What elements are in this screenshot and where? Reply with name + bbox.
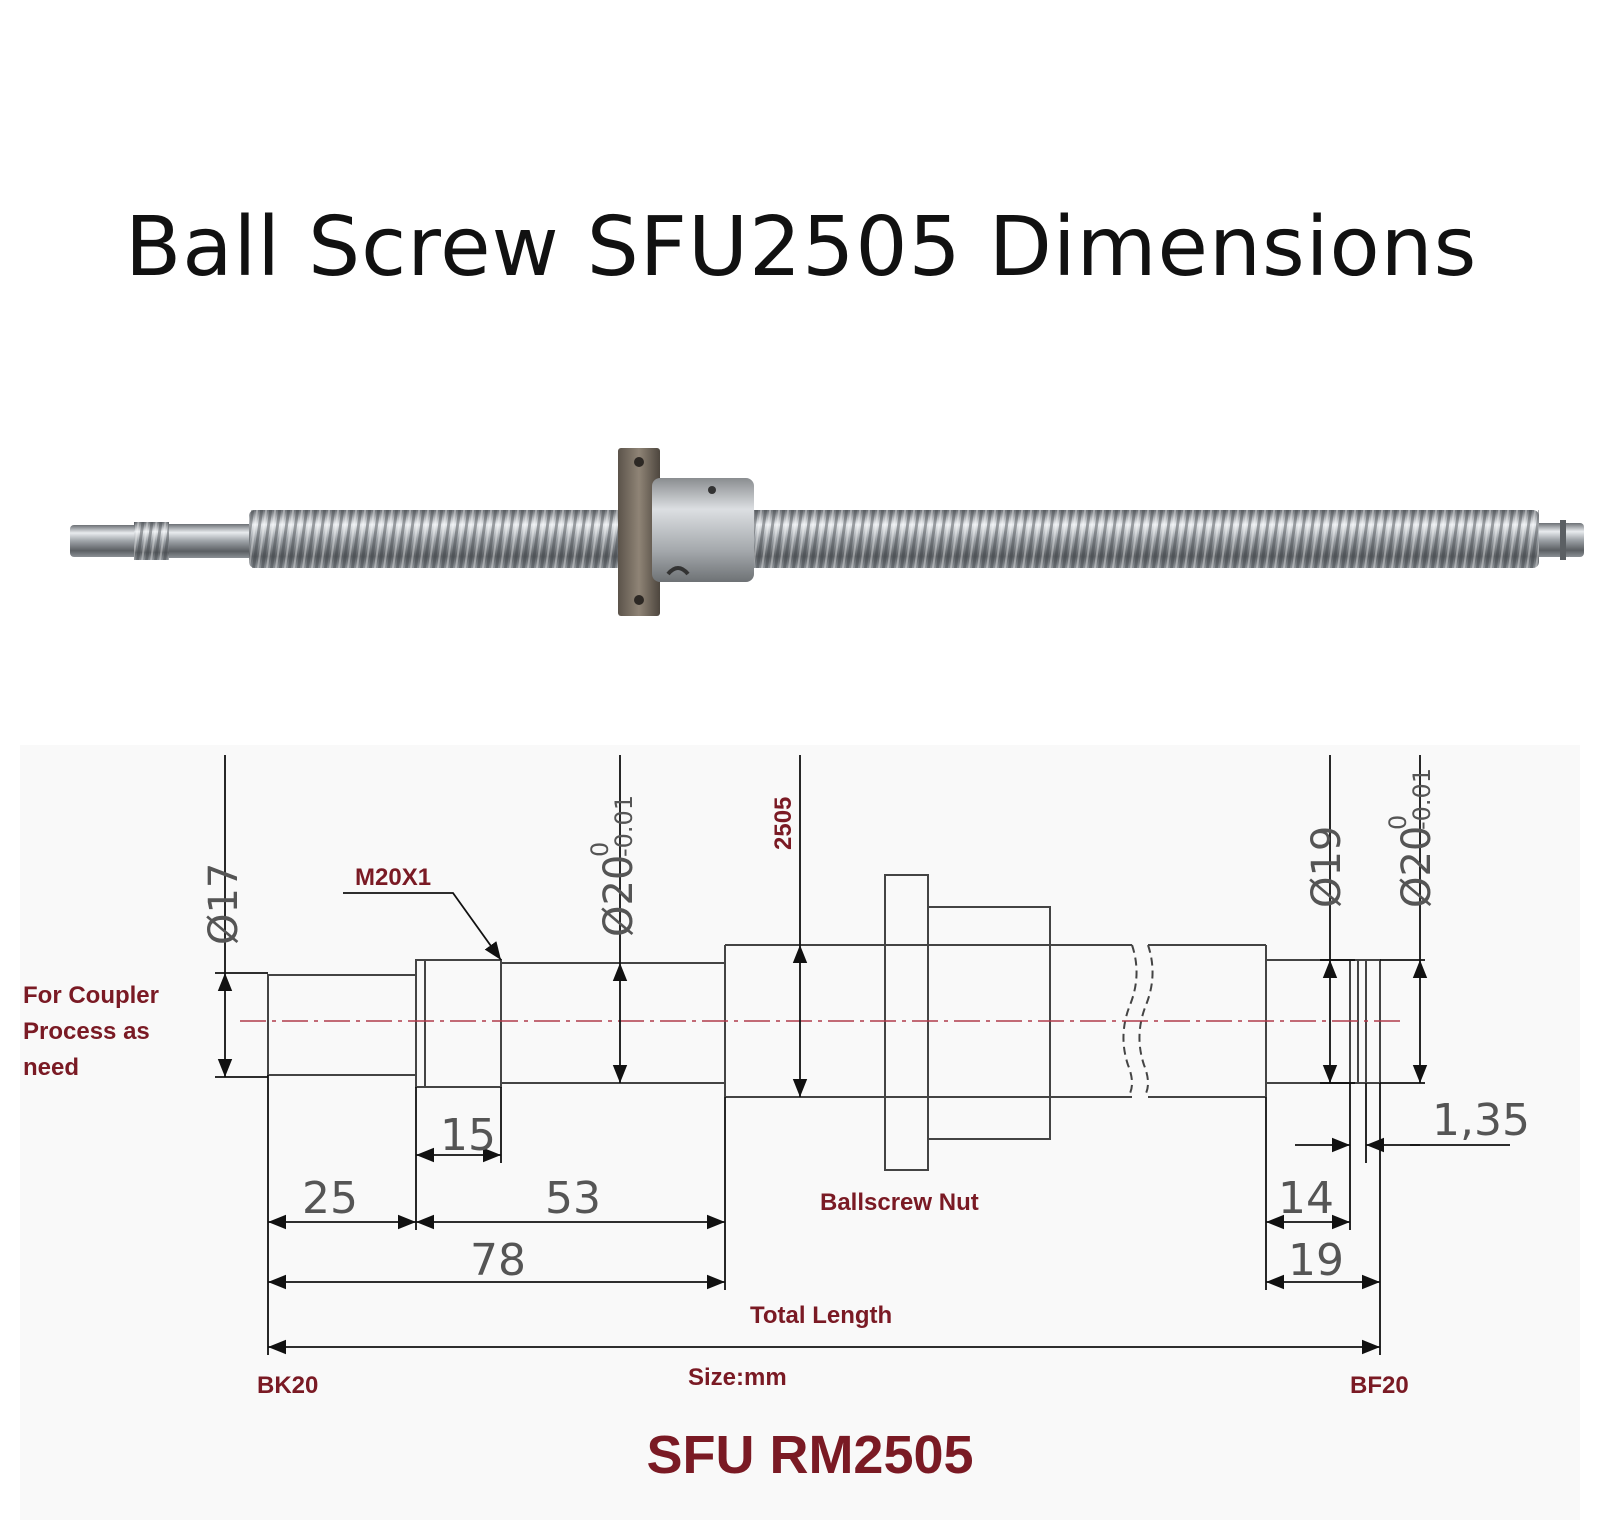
dim-14: 14: [1278, 1173, 1334, 1224]
nut-flange-drawing: [884, 874, 929, 1171]
dim-d19: Ø19: [1304, 826, 1350, 908]
nut-flange: [618, 448, 660, 616]
label-ballscrew-nut: Ballscrew Nut: [820, 1189, 979, 1216]
technical-drawing: Ø17 Ø20 0 -0.01 2505 Ø19 Ø20 0 -0.01 15 …: [20, 745, 1580, 1520]
label-thread: M20X1: [355, 864, 431, 891]
ballscrew-nut: [652, 478, 754, 582]
dim-d20-right-tol-lower: -0.01: [1408, 768, 1436, 830]
label-bf20: BF20: [1350, 1372, 1409, 1399]
dim-19: 19: [1288, 1235, 1344, 1286]
label-total-length: Total Length: [750, 1302, 892, 1329]
dim-d17: Ø17: [201, 863, 247, 945]
drawing-svg: Ø17 Ø20 0 -0.01 2505 Ø19 Ø20 0 -0.01 15 …: [23, 755, 1530, 1485]
dim-15: 15: [440, 1110, 496, 1161]
note-coupler-3: need: [23, 1054, 79, 1081]
dim-1-35: 1,35: [1432, 1095, 1530, 1146]
label-2505: 2505: [770, 797, 797, 850]
label-unit: Size:mm: [688, 1364, 787, 1391]
shaft-end-left: [70, 525, 140, 557]
dim-53: 53: [545, 1173, 601, 1224]
dim-78: 78: [470, 1235, 526, 1286]
coupler-journal: [267, 974, 417, 1076]
page-title: Ball Screw SFU2505 Dimensions: [125, 200, 1478, 295]
dim-d20-right: Ø20: [1394, 826, 1440, 908]
ballscrew-photo: [70, 448, 1584, 616]
footer-model: SFU RM2505: [646, 1425, 973, 1485]
dim-d20-left: Ø20: [596, 855, 642, 937]
nut-body-drawing: [927, 906, 1051, 1140]
note-coupler-1: For Coupler: [23, 982, 159, 1009]
dim-d20-left-tol-lower: -0.01: [610, 795, 638, 857]
dim-d20-right-tol-upper: 0: [1384, 815, 1412, 830]
label-bk20: BK20: [257, 1372, 318, 1399]
note-coupler-2: Process as: [23, 1018, 150, 1045]
dim-d20-left-tol-upper: 0: [586, 842, 614, 857]
thread-m20x1: [415, 959, 502, 1088]
dim-25: 25: [302, 1173, 358, 1224]
